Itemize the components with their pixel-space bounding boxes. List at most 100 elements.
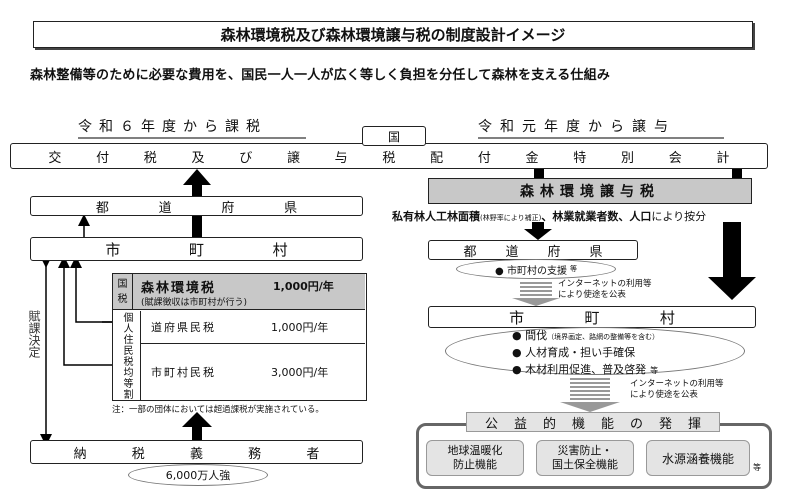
- national-bar-char: 交: [48, 150, 62, 166]
- pref-support-etc: 等: [569, 265, 577, 273]
- national-bar-char: 金: [525, 150, 539, 166]
- internet-note-1: インターネットの利用等 により使途を公表: [558, 279, 652, 301]
- use-item: ● 間伐（境界画定、路網の整備等を含む）: [512, 328, 659, 345]
- pref-support-ellipse: ● 市町村の支援 等: [456, 259, 616, 279]
- taxpayer-char: 納: [73, 446, 87, 462]
- publication-arrow-1: [512, 282, 560, 306]
- right-prefecture-box: 都 道 府 県: [428, 240, 638, 260]
- muni-char: 町: [584, 308, 600, 327]
- national-special-account-bar: 交 付 税 及 び 譲 与 税 配 付 金 特 別 会 計: [10, 143, 768, 169]
- national-tax-tag-bottom: 税: [117, 294, 128, 305]
- national-bar-char: び: [239, 150, 253, 166]
- pref-char: 道: [158, 200, 172, 216]
- national-bar-char: 別: [620, 150, 634, 166]
- distribution-prefix: 私有林人工林面積: [392, 210, 480, 223]
- forest-tax-name: 森林環境税: [141, 281, 217, 296]
- distribution-mid: 、林業就業者数、人口: [541, 210, 652, 223]
- national-bar-char: 特: [573, 150, 587, 166]
- pref-char: 県: [589, 244, 603, 260]
- muni-tax-amount: 3,000円/年: [271, 366, 329, 379]
- muni-char: 村: [272, 240, 288, 259]
- pref-char: 都: [463, 244, 477, 260]
- function-line1: 災害防止・: [557, 444, 613, 457]
- pref-tax-name: 道府県民税: [151, 321, 216, 334]
- pref-char: 県: [284, 200, 298, 216]
- muni-tax-name: 市町村民税: [151, 366, 216, 379]
- resident-tax-label-text: 個人住民税均等割: [121, 311, 132, 400]
- use-item-note: （境界画定、路網の整備等を含む）: [547, 333, 660, 341]
- muni-char: 町: [188, 240, 204, 259]
- internet-note-1-line1: インターネットの利用等: [558, 279, 652, 289]
- kuni-text: 国: [387, 129, 400, 144]
- assessment-label: 賦課決定: [27, 310, 43, 358]
- tax-table: 国 税 森林環境税 1,000円/年 (賦課徴収は市町村が行う) 個人住民税均等…: [112, 273, 367, 401]
- national-bar-char: 計: [716, 150, 730, 166]
- pref-tax-amount: 1,000円/年: [271, 321, 329, 334]
- public-function-title-char: の: [629, 416, 643, 432]
- function-disaster-prevention: 災害防止・ 国土保全機能: [536, 440, 634, 476]
- arrow-transfer-to-pref: [524, 222, 552, 240]
- right-header-text: 令和元年度から譲与: [478, 119, 676, 135]
- muni-char: 村: [659, 308, 675, 327]
- function-line2: 国土保全機能: [552, 458, 618, 471]
- right-municipality-box: 市 町 村: [428, 306, 756, 328]
- uses-list: ● 間伐（境界画定、路網の整備等を含む） ● 人材育成・担い手確保 ● 木材利用…: [512, 328, 659, 378]
- function-line1: 地球温暖化: [447, 444, 503, 457]
- use-item: ● 人材育成・担い手確保: [512, 345, 659, 362]
- forest-tax-note: (賦課徴収は市町村が行う): [141, 298, 248, 308]
- internet-note-2-line2: により使途を公表: [630, 390, 698, 400]
- transfer-tax-title: 森林環境譲与税: [520, 184, 660, 200]
- use-item: ● 木材利用促進、普及啓発等: [512, 362, 659, 378]
- pref-char: 府: [547, 244, 561, 260]
- public-function-title-char: 発: [658, 416, 672, 432]
- national-tax-tag-top: 国: [117, 279, 128, 290]
- taxpayer-char: 義: [189, 446, 203, 462]
- national-to-transfer-connector-right: [732, 169, 742, 179]
- national-bar-char: 与: [334, 150, 348, 166]
- internet-note-2: インターネットの利用等 により使途を公表: [630, 379, 724, 401]
- public-function-title-char: 公: [484, 416, 498, 432]
- national-bar-char: 会: [668, 150, 682, 166]
- muni-char: 市: [509, 308, 525, 327]
- distribution-suffix: により按分: [651, 210, 707, 223]
- subtitle: 森林整備等のために必要な費用を、国民一人一人が広く等しく負担を分任して森林を支え…: [30, 64, 790, 83]
- taxpayer-count-ellipse: 6,000万人強: [128, 464, 268, 486]
- resident-tax-label: 個人住民税均等割: [113, 311, 141, 400]
- national-bar-char: 付: [96, 150, 110, 166]
- distribution-basis: 私有林人工林面積(林野率により補正)、林業就業者数、人口により按分: [392, 208, 798, 224]
- use-item-text: ● 間伐: [512, 329, 548, 342]
- taxpayer-count: 6,000万人強: [165, 469, 231, 482]
- use-item-note: 等: [650, 366, 659, 375]
- right-header: 令和元年度から譲与: [478, 116, 728, 136]
- kuni-label: 国: [362, 126, 426, 146]
- use-item-text: ● 木材利用促進、普及啓発: [512, 363, 647, 376]
- public-function-title-char: 益: [513, 416, 527, 432]
- left-header-text: 令和６年度から課税: [78, 119, 267, 135]
- public-function-title-char: 能: [600, 416, 614, 432]
- forest-tax-amount: 1,000円/年: [273, 280, 334, 293]
- distribution-correction: (林野率により補正): [480, 214, 542, 222]
- pref-char: 道: [505, 244, 519, 260]
- arrow-transfer-to-muni: [708, 222, 756, 300]
- publication-arrow-2: [560, 378, 620, 412]
- national-bar-char: 及: [191, 150, 205, 166]
- public-function-title-char: 機: [571, 416, 585, 432]
- pref-tax-row: 道府県民税 1,000円/年: [141, 311, 365, 344]
- tax-footnote: 注：一部の団体においては超過課税が実施されている。: [112, 405, 324, 415]
- pref-support-text: ● 市町村の支援: [495, 265, 567, 277]
- muni-tax-row: 市町村民税 3,000円/年: [141, 344, 365, 400]
- national-tax-tag: 国 税: [113, 274, 133, 310]
- pref-char: 府: [221, 200, 235, 216]
- uses-ellipse: [445, 327, 745, 375]
- internet-note-1-line2: により使途を公表: [558, 290, 626, 300]
- taxpayer-char: 税: [131, 446, 145, 462]
- subtitle-text: 森林整備等のために必要な費用を、国民一人一人が広く等しく負担を分任して森林を支え…: [30, 68, 611, 83]
- public-functions-title: 公 益 的 機 能 の 発 揮: [466, 412, 720, 432]
- arrow-up-taxpayer: [182, 412, 212, 440]
- functions-etc: 等: [753, 463, 761, 472]
- public-function-title-char: 揮: [687, 416, 701, 432]
- internet-note-2-line1: インターネットの利用等: [630, 379, 724, 389]
- national-bar-char: 付: [477, 150, 491, 166]
- left-header: 令和６年度から課税: [78, 116, 306, 136]
